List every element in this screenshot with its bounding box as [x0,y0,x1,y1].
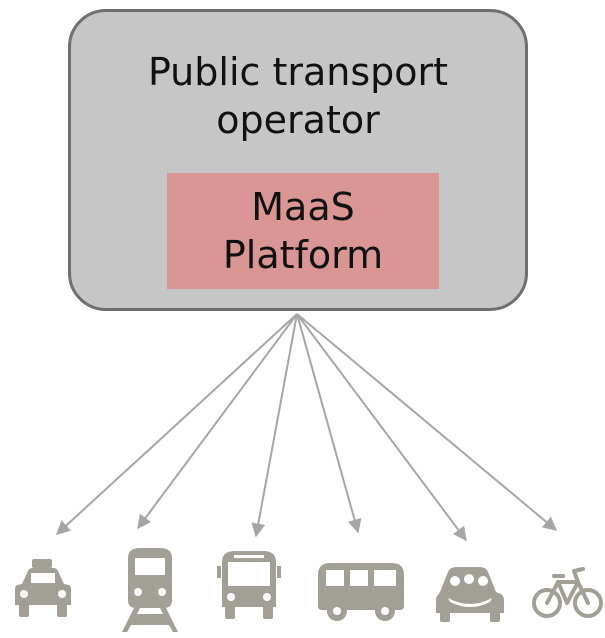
train-icon [122,548,178,632]
arrow-bicycle [296,313,558,531]
taxi-icon [15,559,71,617]
bicycle-icon [532,567,603,618]
arrow-bus [251,313,298,538]
arrow-train [137,313,298,530]
carpool-icon [436,567,504,622]
operator-title: Public transport operator [147,50,449,142]
arrow-taxi [55,313,298,535]
minibus-icon [318,563,404,621]
operator-box: Public transport operator MaaS Platform [68,9,528,311]
arrow-minibus [296,313,362,534]
arrow-carpool [296,313,467,542]
maas-platform-box: MaaS Platform [167,173,439,289]
bus-icon [217,551,281,619]
